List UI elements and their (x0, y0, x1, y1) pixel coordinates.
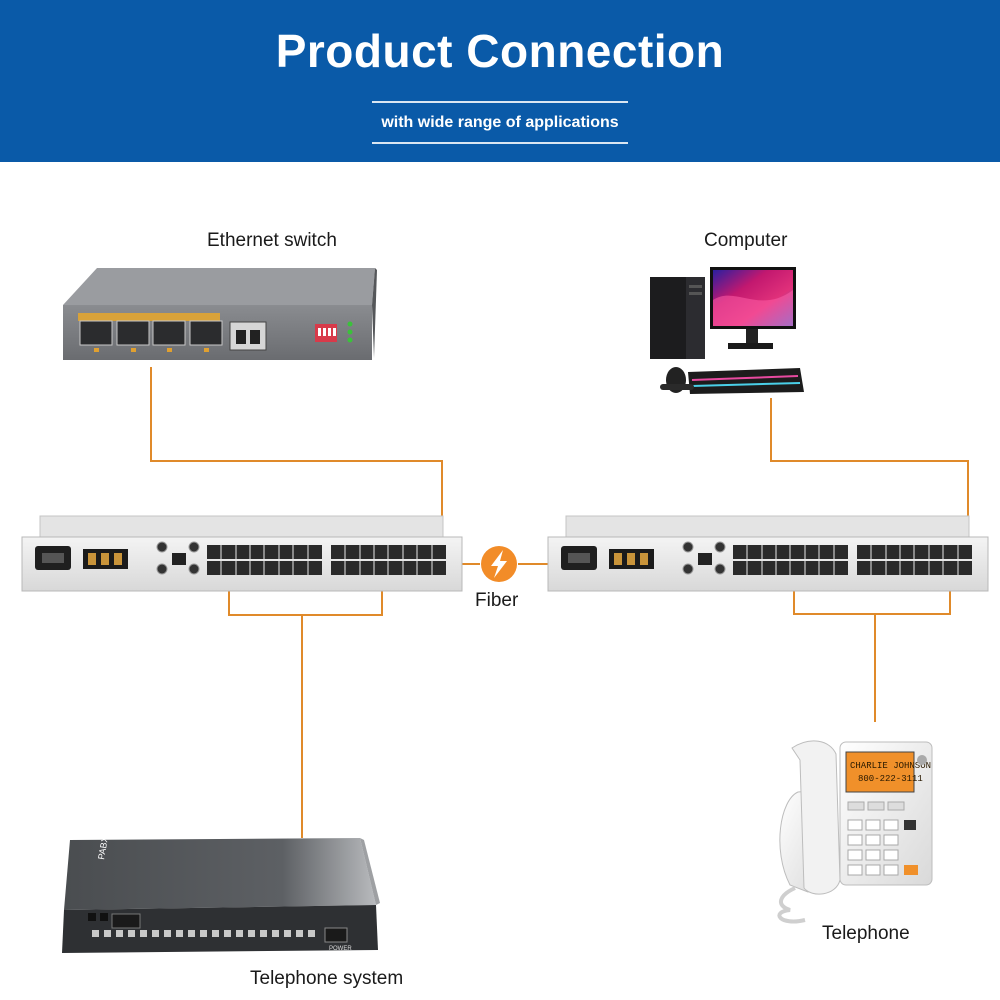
banner-divider-bottom (372, 142, 628, 144)
telephone-system-device: PABX POWER (62, 836, 380, 953)
phone-screen-number: 800-222-3111 (858, 774, 923, 784)
line-switch-to-left-rack (150, 367, 443, 530)
left-rack-unit (21, 515, 463, 592)
phone-screen-name: CHARLIE JOHNSON (850, 761, 931, 771)
header-banner: Product Connection with wide range of ap… (0, 0, 1000, 162)
pabx-brand-text: PABX (96, 836, 110, 861)
right-rack-unit (547, 515, 989, 592)
telephone-label: Telephone (822, 923, 910, 944)
computer-device (650, 267, 804, 394)
line-left-rack-bracket (228, 590, 383, 616)
connector-lines (150, 367, 969, 838)
ethernet-switch-device (63, 268, 377, 360)
pabx-power-label: POWER (329, 946, 352, 952)
fiber-link-icon (481, 546, 517, 582)
telephone-device: CHARLIE JOHNSON 800-222-3111 (777, 740, 933, 924)
fiber-label: Fiber (475, 590, 519, 611)
line-right-rack-bracket (793, 590, 951, 615)
page-subtitle: with wide range of applications (381, 114, 619, 131)
computer-label: Computer (704, 230, 788, 251)
line-computer-to-right-rack (770, 398, 969, 530)
page-title: Product Connection (275, 25, 725, 77)
banner-divider-top (372, 101, 628, 103)
ethernet-switch-label: Ethernet switch (207, 230, 337, 251)
telephone-system-label: Telephone system (250, 968, 404, 989)
